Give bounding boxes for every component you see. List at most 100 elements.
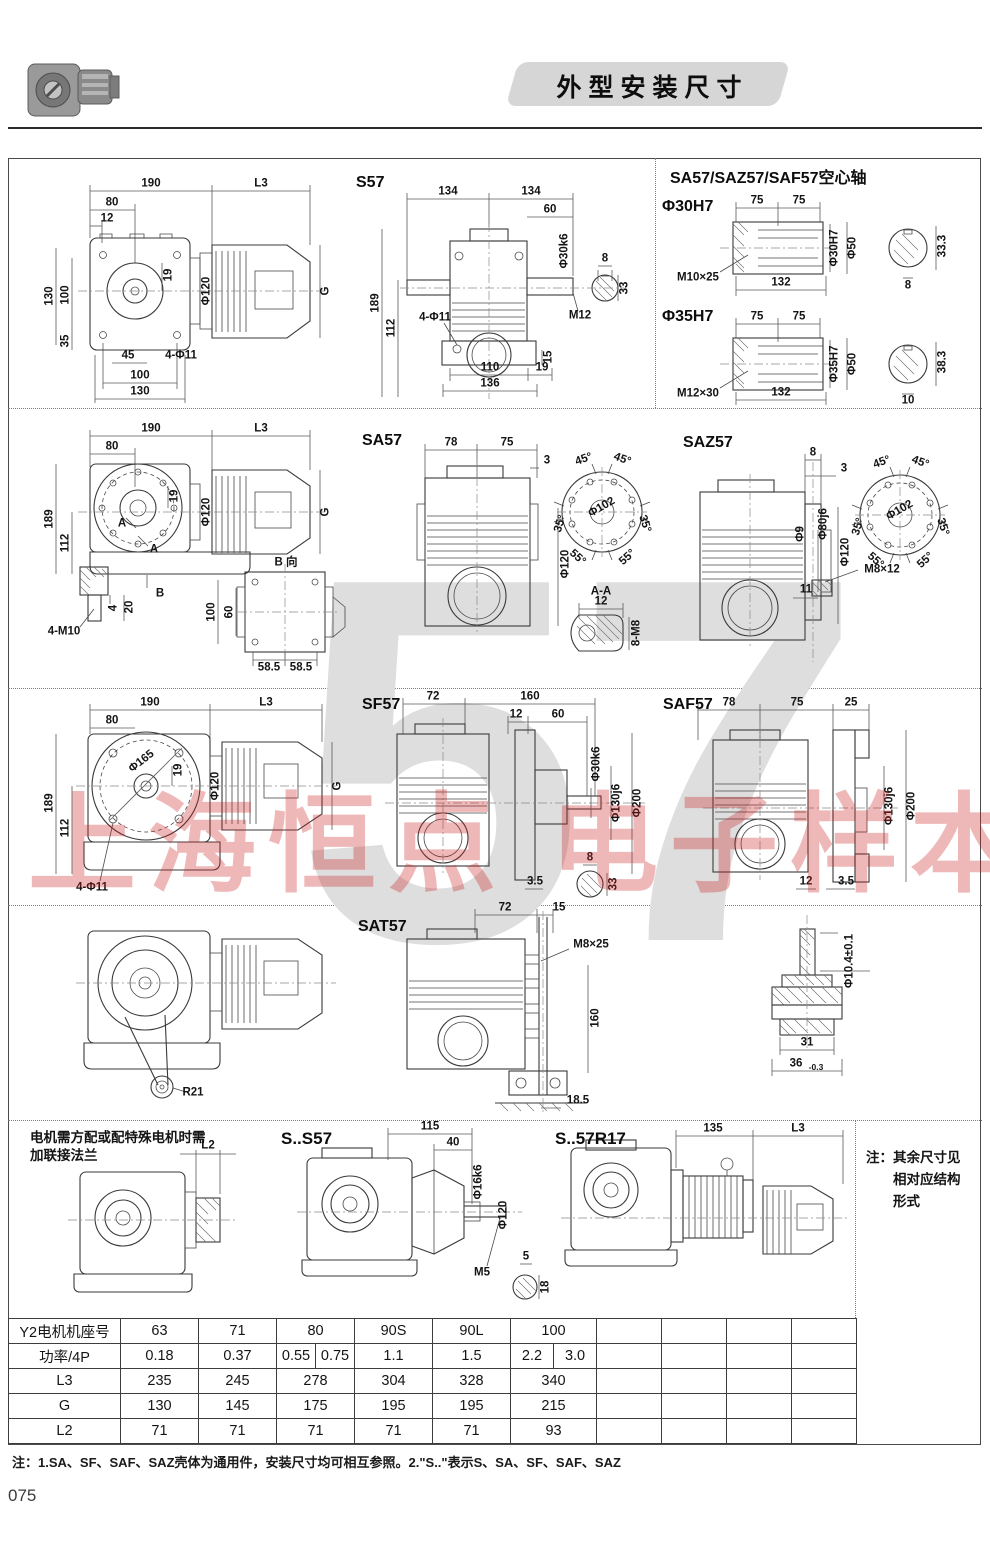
- dimension-label: 4-Φ11: [165, 349, 197, 362]
- dimension-label: 20: [123, 600, 136, 614]
- dimension-label: Φ30H7: [828, 229, 841, 267]
- subsection-title-35h7: Φ35H7: [662, 308, 714, 325]
- dimension-label: 60: [551, 708, 565, 721]
- dimension-label: 3: [840, 462, 848, 475]
- dimension-label: 4-Φ11: [419, 311, 451, 324]
- dimension-label: Φ120: [497, 1200, 510, 1230]
- dimension-label: 80: [105, 196, 119, 209]
- dimension-label: L3: [259, 696, 273, 709]
- table-header-cell: L3: [8, 1368, 121, 1394]
- table-cell: 195: [432, 1393, 512, 1419]
- table-cell-empty: [661, 1368, 728, 1394]
- dimension-label: 12: [799, 875, 813, 888]
- table-cell: 1.1: [354, 1343, 434, 1369]
- table-cell-empty: [791, 1318, 858, 1344]
- dimension-label: Φ120: [839, 537, 852, 567]
- dimension-label: 38.3: [936, 350, 949, 374]
- dimension-label: Φ10.4±0.1: [843, 933, 856, 989]
- dimension-label: M12: [568, 309, 592, 322]
- dimension-label: Φ50: [846, 236, 859, 260]
- dimension-label: 72: [426, 690, 440, 703]
- section-title-hollow-shaft: SA57/SAZ57/SAF57空心轴: [670, 170, 867, 187]
- flange-requirement-view: 电机需方配或配特殊电机时需 加联接法兰 L2: [8, 1120, 338, 1310]
- table-cell: 1.5: [432, 1343, 512, 1369]
- subsection-title-30h7: Φ30H7: [662, 198, 714, 215]
- dimension-label: M8×25: [573, 938, 609, 951]
- drawing-title-s57: S57: [356, 174, 385, 191]
- dimension-label: 3: [543, 454, 551, 467]
- table-cell-empty: [791, 1368, 858, 1394]
- section-label: A-A: [590, 585, 612, 598]
- dimension-label: 190: [141, 422, 161, 435]
- dimension-label: 189: [43, 793, 56, 813]
- dimension-label: 40: [446, 1136, 460, 1149]
- sf57-side-view: 190 L3 80 189 112 Φ165 19 Φ120 G 4-Φ11: [40, 688, 350, 903]
- dimension-label: L3: [254, 177, 268, 190]
- dimension-label: Φ120: [200, 276, 213, 306]
- table-cell: 93: [510, 1418, 598, 1444]
- dimension-label: 15: [552, 901, 566, 914]
- dimension-label: Φ16k6: [472, 1164, 485, 1200]
- dimension-label: Φ50: [846, 352, 859, 376]
- dimension-label: 100: [130, 369, 150, 382]
- dimension-label: 25: [844, 696, 858, 709]
- dimension-label: 4: [107, 604, 120, 612]
- flange-requirement-drawing: [68, 1150, 238, 1293]
- ss57-drawing: [297, 1128, 540, 1300]
- table-header-cell: G: [8, 1393, 121, 1419]
- table-cell-empty: [596, 1318, 663, 1344]
- table-cell: 0.18: [120, 1343, 199, 1369]
- dimension-label: 8-M8: [630, 619, 643, 647]
- dimension-label: A: [149, 543, 159, 556]
- saz57-drawing: [699, 454, 949, 662]
- dimension-label: 75: [790, 696, 804, 709]
- dimension-label: Φ35H7: [828, 345, 841, 383]
- tolerance-label: -0.3: [808, 1061, 824, 1072]
- dimension-label: 58.5: [257, 661, 281, 674]
- table-cell: 90S: [354, 1318, 434, 1344]
- dimension-label: 136: [480, 377, 500, 390]
- dimension-label: 75: [792, 310, 806, 323]
- dimension-label: 189: [43, 509, 56, 529]
- table-cell: 71: [354, 1418, 434, 1444]
- spec-table: Y2电机机座号 63 71 80 90S 90L 100 功率/4P 0.18 …: [8, 1318, 858, 1444]
- dimension-label: 8: [601, 252, 609, 265]
- table-cell-empty: [661, 1393, 728, 1419]
- table-cell-empty: [791, 1393, 858, 1419]
- dimension-label: 19: [168, 489, 181, 503]
- saz57-view: 8 3 Φ9 Φ80j6 Φ120 M8×12 11 45° 45° Φ102 …: [660, 412, 985, 684]
- table-row-l2: L2 71 71 71 71 71 93: [8, 1418, 858, 1444]
- table-cell: 71: [198, 1318, 277, 1344]
- table-cell: 328: [432, 1368, 512, 1394]
- dimension-label: Φ130j6: [610, 783, 623, 823]
- table-cell-empty: [726, 1318, 793, 1344]
- column-divider: [655, 158, 656, 408]
- dimension-label: 112: [59, 818, 72, 838]
- dimension-label: Φ120: [200, 497, 213, 527]
- view-label: B 向: [274, 556, 298, 569]
- buffer-detail-drawing: [771, 915, 870, 1076]
- table-cell: 71: [432, 1418, 512, 1444]
- table-cell: 3.0: [553, 1343, 598, 1369]
- dimension-label: Φ120: [209, 771, 222, 801]
- sa57-side-view: 190 L3 80 189 112 19 Φ120 G A A B 4-M10 …: [40, 412, 350, 684]
- dimension-label: 12: [594, 595, 608, 608]
- table-cell-empty: [661, 1318, 728, 1344]
- dimension-label: 18.5: [566, 1094, 590, 1107]
- drawing-title-sat57: SAT57: [358, 918, 407, 935]
- row-divider: [8, 688, 982, 689]
- s57r17-drawing: [561, 1130, 848, 1267]
- table-cell: 304: [354, 1368, 434, 1394]
- s57-side-view: 190 L3 80 12 130 100 35 19 Φ120 G 45 4-Φ…: [40, 163, 350, 405]
- dimension-label: 60: [223, 605, 236, 619]
- table-cell-empty: [596, 1343, 663, 1369]
- dimension-label: L2: [201, 1139, 215, 1152]
- dimension-label: 33.3: [936, 234, 949, 258]
- dimension-label: 134: [438, 185, 458, 198]
- dimension-label: M10×25: [677, 271, 719, 284]
- dimension-label: 3.5: [838, 875, 854, 888]
- table-cell: 71: [198, 1418, 277, 1444]
- dimension-label: 190: [140, 696, 160, 709]
- sa57-side-drawing: [55, 430, 346, 666]
- sat57-view: 72 15 M8×25 160 18.5: [345, 901, 655, 1118]
